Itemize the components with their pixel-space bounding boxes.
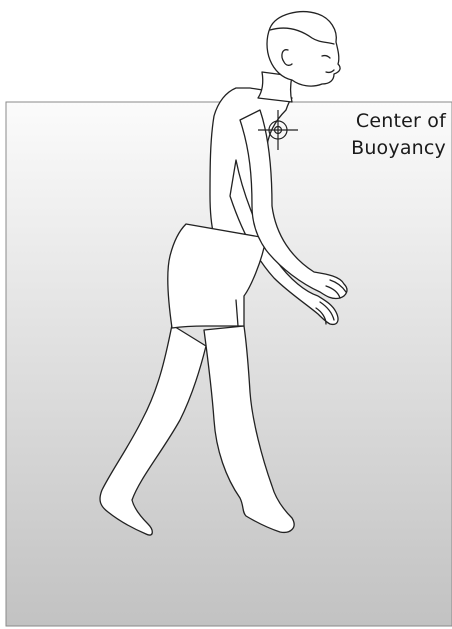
center-of-buoyancy-label-line-1: Center of xyxy=(356,108,446,134)
center-of-buoyancy-label-line-2: Buoyancy xyxy=(351,135,446,161)
